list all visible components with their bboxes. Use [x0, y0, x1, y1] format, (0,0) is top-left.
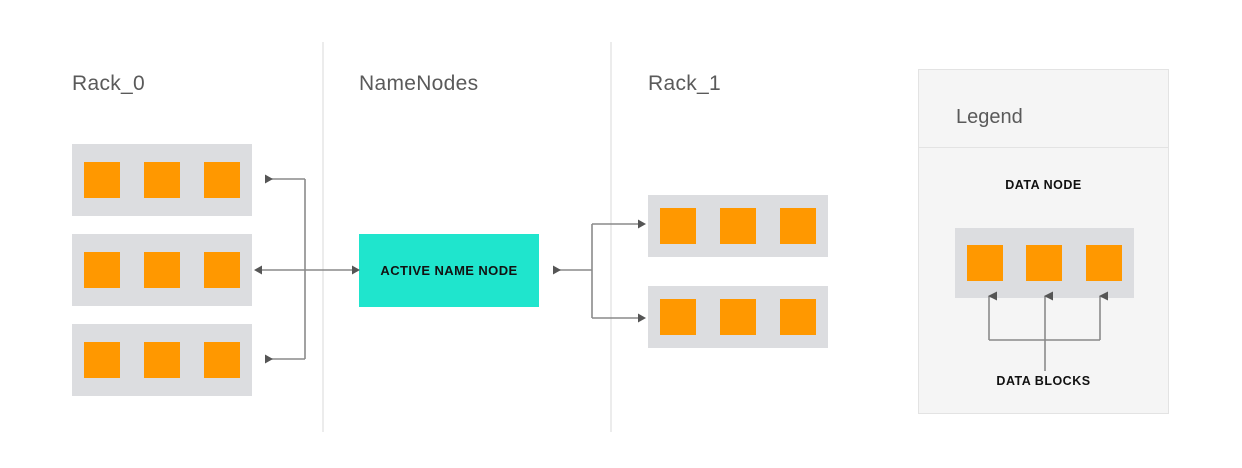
data-block[interactable]	[204, 342, 240, 378]
active-name-node-label: ACTIVE NAME NODE	[380, 263, 518, 278]
data-block[interactable]	[660, 299, 696, 335]
column-title-rack1: Rack_1	[648, 72, 722, 95]
data-block[interactable]	[84, 342, 120, 378]
data-block	[1086, 245, 1123, 281]
data-block[interactable]	[780, 208, 816, 244]
data-block[interactable]	[144, 342, 180, 378]
divider-left	[322, 42, 324, 432]
legend-data-blocks-caption: DATA BLOCKS	[996, 374, 1091, 388]
rack0-node-1[interactable]	[72, 234, 252, 306]
active-name-node[interactable]: ACTIVE NAME NODE	[359, 234, 539, 307]
legend-data-node	[955, 228, 1134, 298]
data-block[interactable]	[84, 252, 120, 288]
rack1-node-1[interactable]	[648, 286, 828, 348]
data-block[interactable]	[660, 208, 696, 244]
divider-right	[610, 42, 612, 432]
data-block[interactable]	[144, 252, 180, 288]
data-block[interactable]	[144, 162, 180, 198]
data-block	[966, 245, 1003, 281]
legend-data-node-caption: DATA NODE	[1005, 178, 1082, 192]
column-title-rack0: Rack_0	[72, 72, 146, 95]
rack1-node-0[interactable]	[648, 195, 828, 257]
legend-panel: Legend DATA NODE DATA BLOCKS	[918, 69, 1169, 414]
column-title-namenodes: NameNodes	[359, 72, 479, 95]
data-block[interactable]	[204, 252, 240, 288]
data-block[interactable]	[780, 299, 816, 335]
rack0-node-2[interactable]	[72, 324, 252, 396]
rack0-node-0[interactable]	[72, 144, 252, 216]
legend-body: DATA NODE DATA BLOCKS	[919, 148, 1168, 413]
data-block[interactable]	[204, 162, 240, 198]
data-block[interactable]	[720, 208, 756, 244]
legend-header: Legend	[919, 70, 1168, 148]
data-block[interactable]	[84, 162, 120, 198]
data-block	[1026, 245, 1063, 281]
legend-title: Legend	[956, 106, 1023, 128]
data-block[interactable]	[720, 299, 756, 335]
